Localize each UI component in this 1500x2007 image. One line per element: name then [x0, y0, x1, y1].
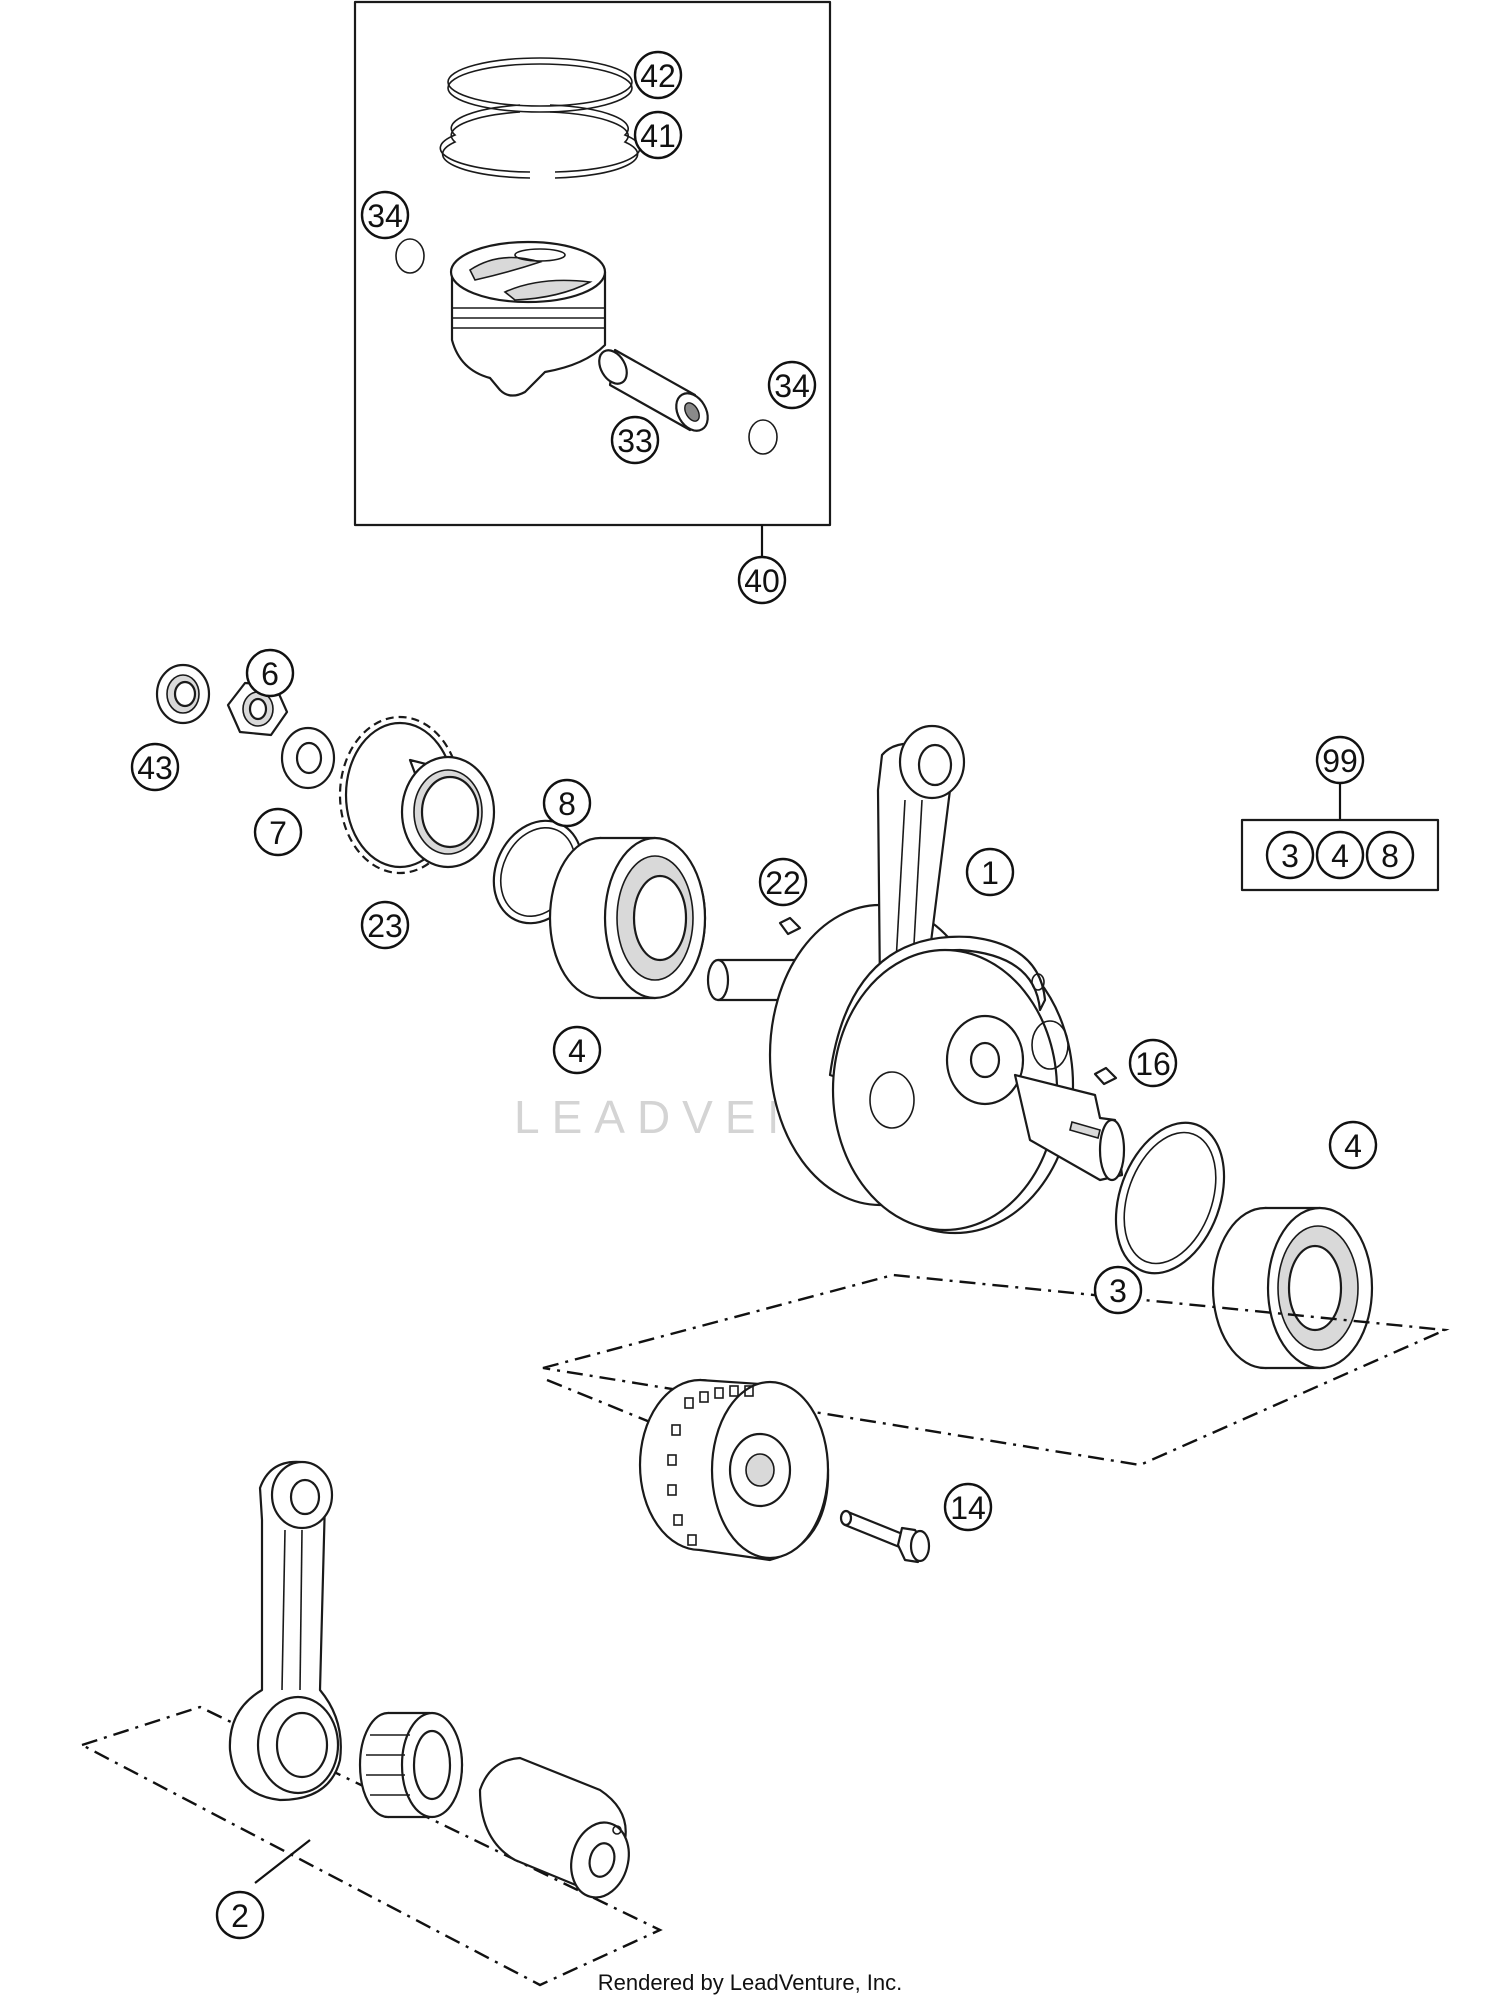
svg-text:4: 4	[1331, 838, 1349, 874]
conrod-kit-leader	[254, 1839, 311, 1884]
ball-bearing-right	[1211, 1206, 1374, 1370]
svg-text:99: 99	[1322, 743, 1358, 779]
callout-7[interactable]: 7	[253, 807, 303, 857]
rotor-assembly-bracket	[542, 1273, 1450, 1467]
svg-text:8: 8	[1381, 838, 1399, 874]
svg-text:7: 7	[269, 815, 287, 851]
kit-99-item-2[interactable]: 4	[1315, 830, 1365, 880]
svg-text:42: 42	[640, 58, 676, 94]
svg-text:34: 34	[774, 368, 810, 404]
svg-text:40: 40	[744, 563, 780, 599]
crank-pin	[478, 1756, 630, 1899]
callout-8[interactable]: 8	[542, 778, 592, 828]
woodruff-key-16	[1093, 1066, 1118, 1086]
svg-text:8: 8	[558, 786, 576, 822]
primary-gear	[338, 715, 496, 875]
svg-text:3: 3	[1281, 838, 1299, 874]
woodruff-key-22	[778, 916, 802, 936]
circlip-left	[395, 238, 425, 274]
callout-3[interactable]: 3	[1093, 1265, 1143, 1315]
svg-text:4: 4	[1344, 1128, 1362, 1164]
callout-4-left[interactable]: 4	[552, 1025, 602, 1075]
svg-text:4: 4	[568, 1033, 586, 1069]
piston-ring-lower	[439, 104, 641, 179]
callout-2[interactable]: 2	[215, 1890, 265, 1940]
svg-text:2: 2	[231, 1898, 249, 1934]
oil-seal	[155, 663, 211, 725]
ball-bearing-left	[548, 836, 707, 1000]
crankshaft	[706, 724, 1126, 1235]
piston	[449, 240, 607, 397]
rotor-bracket-leader	[546, 1378, 651, 1424]
kit-99-item-1[interactable]: 3	[1265, 830, 1315, 880]
callout-16[interactable]: 16	[1128, 1038, 1178, 1088]
svg-text:43: 43	[137, 750, 173, 786]
callout-33[interactable]: 33	[610, 415, 660, 465]
circlip-right	[748, 419, 778, 455]
callout-23[interactable]: 23	[360, 900, 410, 950]
shim-washer	[1114, 1121, 1226, 1275]
callout-34-right[interactable]: 34	[767, 360, 817, 410]
callout-4-right[interactable]: 4	[1328, 1120, 1378, 1170]
piston-ring-upper	[447, 57, 633, 113]
callout-34-left[interactable]: 34	[360, 190, 410, 240]
svg-text:33: 33	[617, 423, 653, 459]
footer-credit: Rendered by LeadVenture, Inc.	[598, 1970, 903, 1995]
svg-text:6: 6	[261, 656, 279, 692]
svg-text:34: 34	[367, 198, 403, 234]
callout-43[interactable]: 43	[130, 742, 180, 792]
callout-99[interactable]: 99	[1315, 735, 1365, 785]
callout-1[interactable]: 1	[965, 847, 1015, 897]
needle-bearing	[358, 1711, 464, 1819]
connecting-rod	[228, 1460, 342, 1802]
svg-text:23: 23	[367, 908, 403, 944]
callout-41[interactable]: 41	[633, 110, 683, 160]
callout-6[interactable]: 6	[245, 648, 295, 698]
rotor-bolt	[839, 1509, 931, 1564]
piston-pin	[598, 348, 709, 432]
svg-text:14: 14	[950, 1490, 986, 1526]
svg-text:3: 3	[1109, 1273, 1127, 1309]
generator-rotor	[638, 1378, 830, 1562]
svg-text:41: 41	[640, 118, 676, 154]
kit-99-item-3[interactable]: 8	[1365, 830, 1415, 880]
svg-text:1: 1	[981, 855, 999, 891]
callout-14[interactable]: 14	[943, 1482, 993, 1532]
callout-40[interactable]: 40	[737, 555, 787, 605]
washer	[280, 726, 336, 790]
conrod-kit-bracket	[78, 1705, 663, 1987]
callout-22[interactable]: 22	[758, 857, 808, 907]
svg-text:22: 22	[765, 865, 801, 901]
callout-42[interactable]: 42	[633, 50, 683, 100]
svg-text:16: 16	[1135, 1046, 1171, 1082]
